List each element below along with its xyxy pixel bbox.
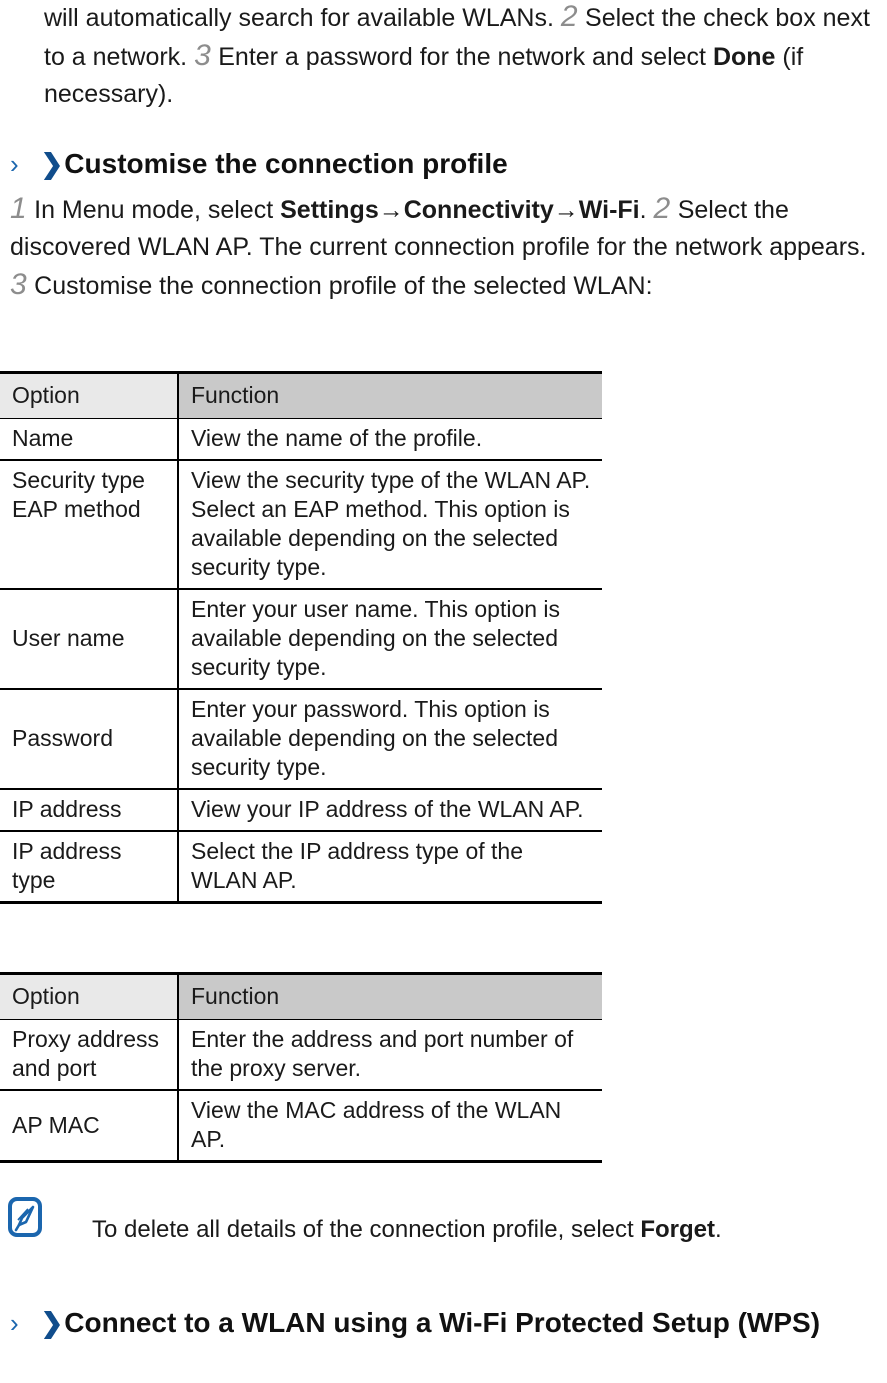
table-row: AP MAC View the MAC address of the WLAN … [0,1090,602,1163]
connection-profile-options-table-2: Option Function Proxy address and port E… [0,972,602,1163]
menu-path-connectivity: Connectivity [403,196,554,224]
steps-customise-profile: 1 In Menu mode, select Settings→Connecti… [10,190,870,305]
arrow-icon-1: → [378,196,404,224]
bold-term-forget: Forget [640,1216,716,1243]
section-heading-text: Customise the connection profile [64,148,508,179]
cell-option: Name [0,418,179,461]
table-row: Security type EAP method View the securi… [0,460,602,590]
table-row: Proxy address and port Enter the address… [0,1019,602,1091]
top-paragraph-step3: Enter a password for the network and sel… [218,43,706,71]
step1-text-pre: In Menu mode, select [34,196,274,224]
menu-path-wifi: Wi-Fi [578,196,640,224]
column-header-option: Option [0,972,179,1020]
cell-option: Password [0,689,179,790]
column-header-function: Function [178,972,602,1020]
cell-function: View the name of the profile. [178,418,602,461]
cell-function: View the security type of the WLAN AP. S… [178,460,602,590]
note-text-pre: To delete all details of the connection … [92,1216,634,1243]
cell-function: Enter the address and port number of the… [178,1019,602,1091]
cell-option: IP address type [0,831,179,904]
column-header-function: Function [178,371,602,419]
cell-option: User name [0,589,179,690]
menu-path-settings: Settings [280,196,379,224]
cell-option: Security type EAP method [0,460,179,590]
table-row: IP address type Select the IP address ty… [0,831,602,904]
table-row: User name Enter your user name. This opt… [0,589,602,690]
table-header-row: Option Function [0,972,602,1020]
cell-function: Enter your user name. This option is ava… [178,589,602,690]
step2-text: Select the discovered WLAN AP. The curre… [10,196,867,261]
top-paragraph-tail: (if necessary). [44,43,804,108]
arrow-icon-2: → [553,196,579,224]
step-number-3b: 3 [10,268,28,301]
chevron-right-thin-icon: › [10,149,19,179]
connection-profile-options-table-1: Option Function Name View the name of th… [0,371,602,904]
cell-option: Proxy address and port [0,1019,179,1091]
top-paragraph-lead: will automatically search for available … [44,4,554,32]
section-heading-text: Connect to a WLAN using a Wi-Fi Protecte… [64,1307,821,1338]
step-number-1: 1 [10,192,28,225]
cell-function: Select the IP address type of the WLAN A… [178,831,602,904]
cell-function: View the MAC address of the WLAN AP. [178,1090,602,1163]
step-number-2b: 2 [653,192,671,225]
cell-function: View your IP address of the WLAN AP. [178,789,602,832]
chevron-right-thin-icon: › [10,1308,19,1338]
note-text-post: . [715,1216,722,1243]
table-header-row: Option Function [0,371,602,419]
chevron-right-bold-icon: ❯ [40,149,64,179]
top-paragraph: will automatically search for available … [44,0,887,113]
section-heading-connect-wps: › ❯ Connect to a WLAN using a Wi-Fi Prot… [10,1304,880,1342]
step3-text: Customise the connection profile of the … [34,272,653,300]
section-heading-customise-profile: › ❯ Customise the connection profile [10,145,870,183]
cell-option: IP address [0,789,179,832]
step-number-3: 3 [194,39,212,72]
note-callout: To delete all details of the connection … [8,1192,868,1246]
table-row: Name View the name of the profile. [0,418,602,461]
step1-text-post: . [639,196,647,224]
cell-option: AP MAC [0,1090,179,1163]
top-paragraph-step2: Select the check box next to a network. [44,4,870,71]
note-pen-icon [8,1196,42,1238]
column-header-option: Option [0,371,179,419]
chevron-right-bold-icon: ❯ [40,1308,64,1338]
bold-term-done: Done [712,43,776,71]
cell-function: Enter your password. This option is avai… [178,689,602,790]
table-row: Password Enter your password. This optio… [0,689,602,790]
step-number-2: 2 [560,0,579,33]
note-text: To delete all details of the connection … [92,1214,868,1246]
table-row: IP address View your IP address of the W… [0,789,602,832]
